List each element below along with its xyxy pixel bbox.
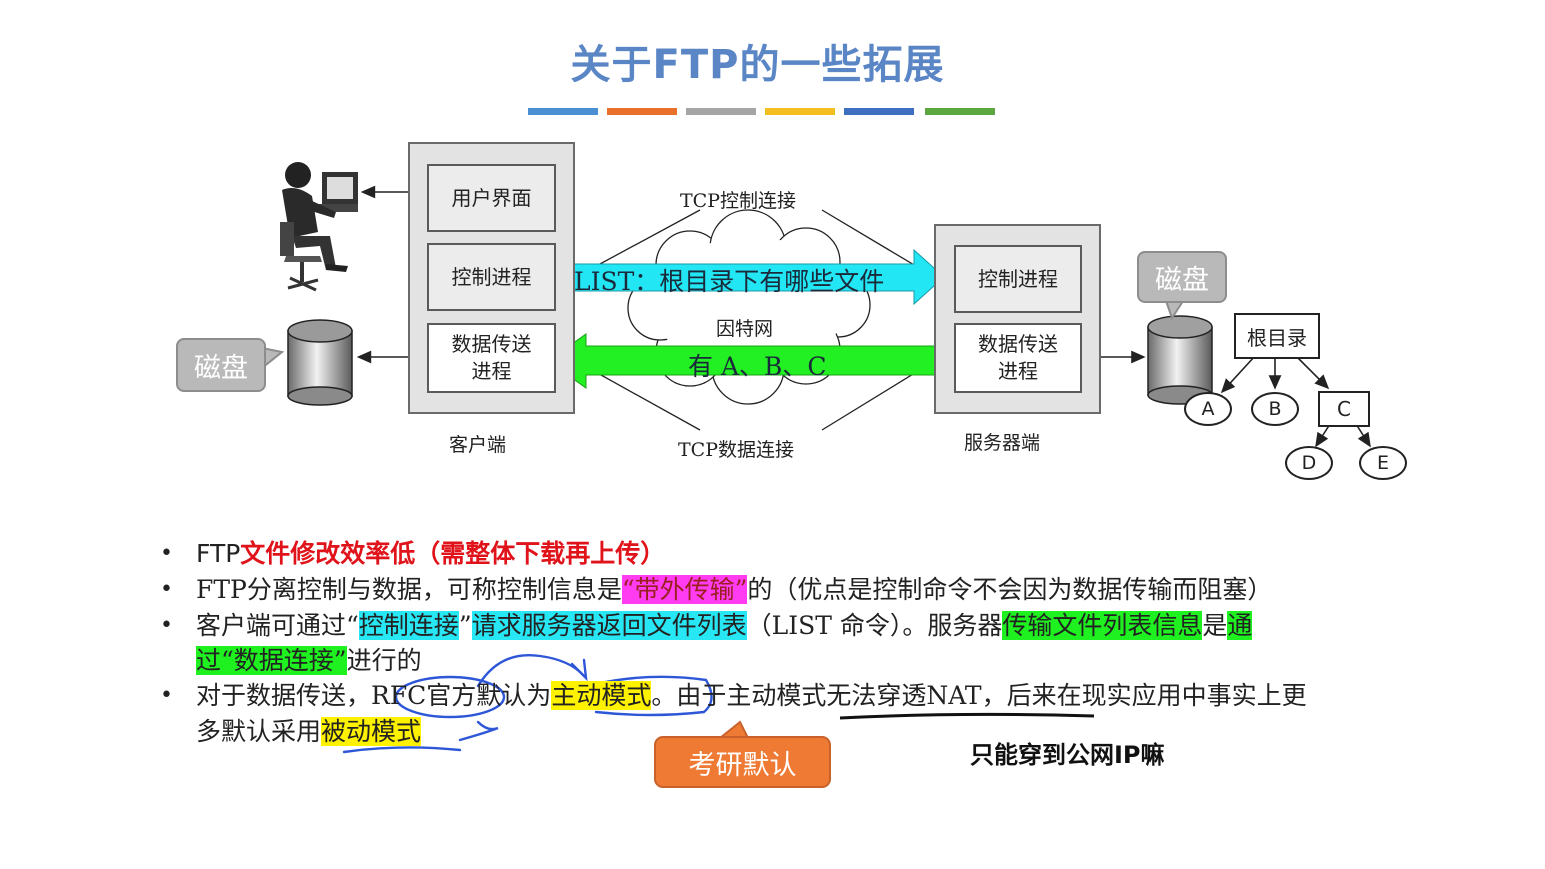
underline-mark [839,712,1095,720]
transfer-list-highlight: 传输文件列表信息 [1002,611,1203,640]
list-request-text: LIST：根目录下有哪些文件 [574,267,885,296]
bullet-dot: • [160,613,173,638]
disk-cylinder-right [1147,315,1213,405]
internet-label: 因特网 [716,318,774,340]
tree-node-e: E [1359,446,1407,480]
nat-note: 只能穿到公网IP嘛 [970,741,1165,769]
bullet-dot: • [160,683,173,708]
server-data-line2: 进程 [998,359,1038,383]
color-bar [528,108,598,115]
color-bar [686,108,756,115]
page-title: 关于FTP的一些拓展 [570,42,945,88]
bullet-dot: • [160,541,173,566]
disk-callout-right: 磁盘 [1137,251,1227,303]
client-control-process-box: 控制进程 [427,243,556,311]
tree-node-c: C [1318,391,1370,427]
disk-cylinder-left [287,319,353,406]
passive-mode-highlight: 被动模式 [321,717,422,746]
client-data-line1: 数据传送 [451,332,532,356]
disk-callout-left: 磁盘 [176,338,266,392]
client-data-process-box: 数据传送 进程 [427,323,556,393]
client-data-line2: 进程 [471,359,512,383]
color-bar [844,108,914,115]
tree-node-d: D [1285,446,1333,480]
tcp-control-label: TCP控制连接 [680,190,796,212]
client-ui-box: 用户界面 [427,164,556,232]
efficiency-warning: 文件修改效率低（需整体下载再上传） [240,539,666,568]
color-bar [925,108,995,115]
tree-root-node: 根目录 [1234,313,1320,359]
server-data-line1: 数据传送 [978,332,1058,356]
server-data-process-box: 数据传送 进程 [954,323,1082,393]
active-mode-highlight: 主动模式 [551,681,652,710]
client-label: 客户端 [449,434,507,456]
server-label: 服务器端 [964,432,1041,454]
tree-node-a: A [1184,392,1232,426]
server-control-process-box: 控制进程 [954,245,1082,313]
handwritten-annotations [342,653,713,754]
out-of-band-highlight: “带外传输” [621,575,748,604]
list-request-arrow [559,248,945,306]
exam-default-callout: 考研默认 [654,736,831,788]
tcp-data-label: TCP数据连接 [678,439,794,461]
bullet-dot: • [160,577,173,602]
control-connection-highlight: 控制连接 [358,611,459,640]
color-bar [765,108,835,115]
color-bar [607,108,677,115]
reply-text: 有 A、B、C [688,352,827,381]
request-list-highlight: 请求服务器返回文件列表 [471,611,747,640]
tree-node-b: B [1251,392,1299,426]
user-at-computer-icon [280,162,358,292]
data-connection-highlight: 过“数据连接” [196,646,347,675]
